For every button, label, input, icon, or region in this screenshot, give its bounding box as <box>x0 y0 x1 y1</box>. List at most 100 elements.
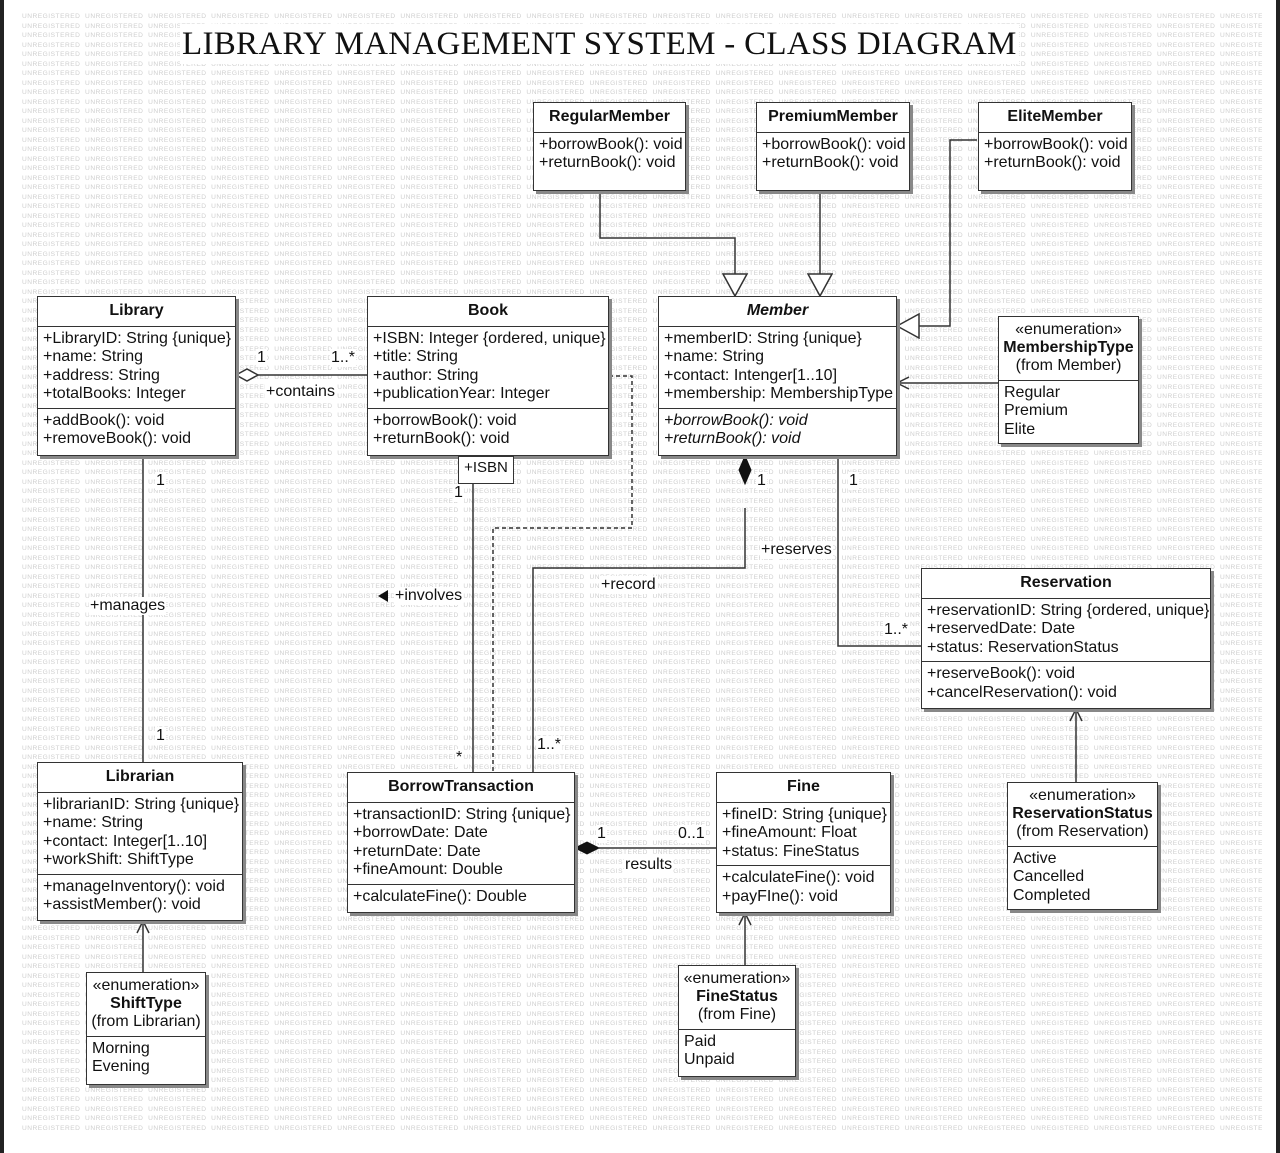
enum-literal: Unpaid <box>684 1051 735 1069</box>
literals-compartment: Morning Evening <box>87 1036 205 1081</box>
class-premium-member[interactable]: PremiumMember +borrowBook(): void +retur… <box>756 102 910 191</box>
label-involves: +involves <box>394 587 464 605</box>
literals-compartment: Paid Unpaid <box>679 1029 795 1074</box>
label-reserves: +reserves <box>760 541 833 559</box>
attribute: +fineID: String {unique} <box>722 806 888 823</box>
attribute: +fineAmount: Double <box>353 861 503 879</box>
assoc-reserves <box>837 456 921 647</box>
class-name: BorrowTransaction <box>388 778 534 795</box>
operations-compartment: +borrowBook(): void +returnBook(): void <box>534 132 685 177</box>
mult-record-transaction: 1..* <box>536 736 563 754</box>
enum-header: «enumeration» FineStatus (from Fine) <box>679 966 795 1029</box>
diagram-title: LIBRARY MANAGEMENT SYSTEM - CLASS DIAGRA… <box>180 24 1019 64</box>
operation: +returnBook(): void <box>664 430 801 448</box>
label-record: +record <box>600 576 657 594</box>
attribute: +librarianID: String {unique} <box>43 796 240 813</box>
enum-shift-type[interactable]: «enumeration» ShiftType (from Librarian)… <box>86 972 206 1085</box>
enum-owner: (from Librarian) <box>91 1013 201 1030</box>
attributes-compartment: +ISBN: Integer {ordered, unique} +title:… <box>368 326 608 408</box>
literals-compartment: Active Cancelled Completed <box>1008 846 1157 909</box>
literals-compartment: Regular Premium Elite <box>999 380 1138 443</box>
attribute: +borrowDate: Date <box>353 824 488 842</box>
operations-compartment: +borrowBook(): void +returnBook(): void <box>659 407 896 453</box>
attribute: +workShift: ShiftType <box>43 851 194 869</box>
attribute: +publicationYear: Integer <box>373 385 550 403</box>
class-name: RegularMember <box>549 108 670 125</box>
enum-literal: Paid <box>684 1033 717 1050</box>
attribute: +name: String <box>43 348 144 366</box>
operation: +assistMember(): void <box>43 896 201 914</box>
operation: +addBook(): void <box>43 411 165 429</box>
attribute: +author: String <box>373 366 479 384</box>
operations-compartment: +borrowBook(): void +returnBook(): void <box>757 132 909 177</box>
composition-diamond-transaction <box>573 841 601 855</box>
attributes-compartment: +memberID: String {unique} +name: String… <box>659 326 896 408</box>
class-book[interactable]: Book +ISBN: Integer {ordered, unique} +t… <box>367 296 609 456</box>
class-member[interactable]: Member +memberID: String {unique} +name:… <box>658 296 897 456</box>
enum-membership-type[interactable]: «enumeration» MembershipType (from Membe… <box>998 316 1139 444</box>
class-fine[interactable]: Fine +fineID: String {unique} +fineAmoun… <box>716 772 891 913</box>
class-regular-member[interactable]: RegularMember +borrowBook(): void +retur… <box>533 102 686 191</box>
operation: +manageInventory(): void <box>43 877 225 895</box>
operation: +returnBook(): void <box>984 154 1121 172</box>
class-elite-member[interactable]: EliteMember +borrowBook(): void +returnB… <box>978 102 1132 191</box>
operations-compartment: +manageInventory(): void +assistMember()… <box>38 873 242 919</box>
class-librarian[interactable]: Librarian +librarianID: String {unique} … <box>37 762 243 921</box>
enum-literal: Morning <box>92 1040 150 1057</box>
mult-results-fine: 0..1 <box>677 825 706 843</box>
label-contains: +contains <box>265 383 336 401</box>
gen-elite-member <box>897 139 977 326</box>
operation: +borrowBook(): void <box>664 411 808 429</box>
composition-diamond-member <box>738 454 752 486</box>
mult-reserves-reservation: 1..* <box>883 621 910 639</box>
class-borrow-transaction[interactable]: BorrowTransaction +transactionID: String… <box>347 772 575 913</box>
attribute: +title: String <box>373 348 458 366</box>
attributes-compartment: +reservationID: String {ordered, unique}… <box>922 598 1210 661</box>
enum-fine-status[interactable]: «enumeration» FineStatus (from Fine) Pai… <box>678 965 796 1077</box>
operations-compartment: +reserveBook(): void +cancelReservation(… <box>922 661 1210 706</box>
enum-literal: Elite <box>1004 420 1036 438</box>
operation: +borrowBook(): void <box>984 136 1128 153</box>
attribute: +status: FineStatus <box>722 842 860 860</box>
operations-compartment: +borrowBook(): void +returnBook(): void <box>979 132 1131 177</box>
gen-regular-member <box>599 190 735 296</box>
operation: +calculateFine(): void <box>722 869 875 887</box>
label-results: results <box>624 856 674 874</box>
class-name: Member <box>746 302 809 319</box>
attribute: +reservedDate: Date <box>927 620 1076 638</box>
label-manages: +manages <box>89 597 167 615</box>
enum-owner: (from Reservation) <box>1016 823 1149 840</box>
enum-name: ReservationStatus <box>1012 805 1153 822</box>
assoc-record <box>532 508 746 772</box>
mult-contains-library: 1 <box>256 349 267 367</box>
aggregation-diamond <box>234 368 260 382</box>
mult-manages-library: 1 <box>155 472 166 490</box>
enum-header: «enumeration» ShiftType (from Librarian) <box>87 973 205 1036</box>
operation: +borrowBook(): void <box>539 136 683 153</box>
operation: +cancelReservation(): void <box>927 683 1117 701</box>
class-reservation[interactable]: Reservation +reservationID: String {orde… <box>921 568 1211 709</box>
mult-results-transaction: 1 <box>596 825 607 843</box>
attribute: +totalBooks: Integer <box>43 385 186 403</box>
enum-reservation-status[interactable]: «enumeration» ReservationStatus (from Re… <box>1007 782 1158 910</box>
enum-name: ShiftType <box>110 995 182 1012</box>
mult-reserves-member: 1 <box>848 472 859 490</box>
operations-compartment: +addBook(): void +removeBook(): void <box>38 407 235 453</box>
attribute: +fineAmount: Float <box>722 824 857 842</box>
attribute: +status: ReservationStatus <box>927 638 1119 656</box>
class-library[interactable]: Library +LibraryID: String {unique} +nam… <box>37 296 236 456</box>
attribute: +address: String <box>43 366 160 384</box>
operation: +borrowBook(): void <box>762 136 906 153</box>
attribute: +reservationID: String {ordered, unique} <box>927 602 1210 619</box>
attribute: +membership: MembershipType <box>664 385 893 403</box>
enum-name: FineStatus <box>696 988 778 1005</box>
stereotype: «enumeration» <box>1015 321 1122 338</box>
assoc-class-link <box>492 375 633 772</box>
enum-literal: Completed <box>1013 886 1091 904</box>
enum-owner: (from Member) <box>1015 357 1122 374</box>
attribute: +memberID: String {unique} <box>664 330 862 347</box>
enum-name: MembershipType <box>1003 339 1134 356</box>
mult-involves-transaction: * <box>455 749 464 767</box>
operation: +calculateFine(): Double <box>353 887 527 905</box>
